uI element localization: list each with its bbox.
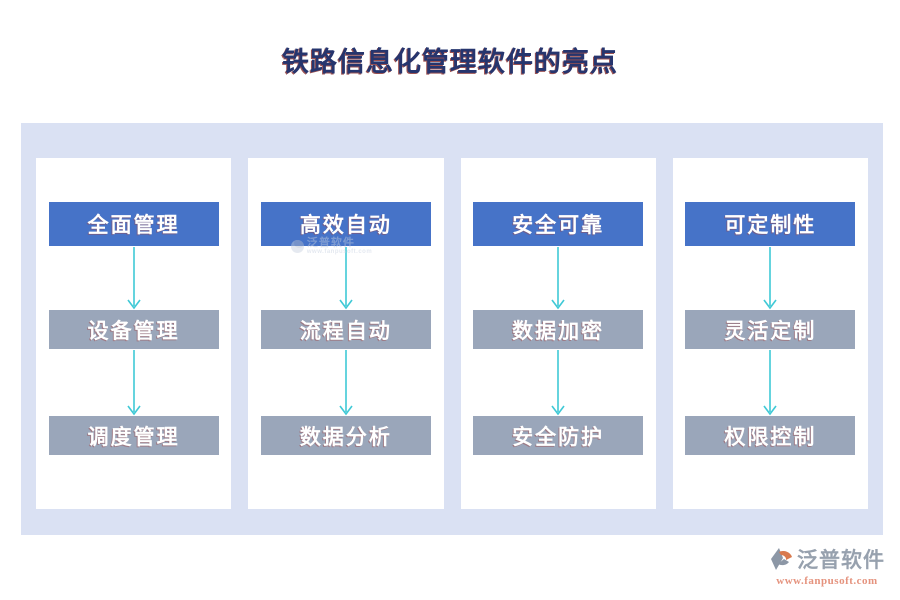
- down-arrow-icon: [339, 247, 353, 310]
- down-arrow-icon: [339, 350, 353, 416]
- flow-column-1: 全面管理设备管理调度管理: [36, 158, 232, 509]
- flow-item-4-1: 灵活定制: [685, 310, 856, 349]
- down-arrow-icon: [763, 350, 778, 416]
- watermark-logo-icon: [290, 240, 304, 253]
- flow-item-2-1: 流程自动: [260, 310, 431, 349]
- down-arrow-icon: [126, 350, 141, 416]
- footer-logo: 泛普软件 www.fanpusoft.com: [762, 544, 892, 587]
- flow-item-4-2: 权限控制: [685, 416, 856, 455]
- flow-header-1: 全面管理: [48, 202, 219, 246]
- footer-logo-url: www.fanpusoft.com: [776, 575, 878, 587]
- flow-item-3-2: 安全防护: [473, 416, 644, 455]
- flow-column-3: 安全可靠数据加密安全防护: [460, 158, 656, 509]
- page-title: 铁路信息化管理软件的亮点: [282, 47, 618, 77]
- flow-item-1-1: 设备管理: [48, 310, 219, 349]
- flow-header-4: 可定制性: [685, 202, 856, 246]
- down-arrow-icon: [763, 247, 778, 310]
- fanpu-logo-icon: [771, 548, 792, 570]
- flow-item-3-1: 数据加密: [473, 310, 644, 349]
- down-arrow-icon: [551, 350, 565, 416]
- flow-item-1-2: 调度管理: [48, 416, 219, 455]
- footer-logo-name: 泛普软件: [797, 549, 885, 572]
- down-arrow-icon: [126, 247, 141, 310]
- down-arrow-icon: [551, 247, 565, 310]
- flow-header-3: 安全可靠: [473, 202, 644, 246]
- flow-item-2-2: 数据分析: [260, 416, 431, 455]
- flow-column-4: 可定制性灵活定制权限控制: [672, 158, 868, 509]
